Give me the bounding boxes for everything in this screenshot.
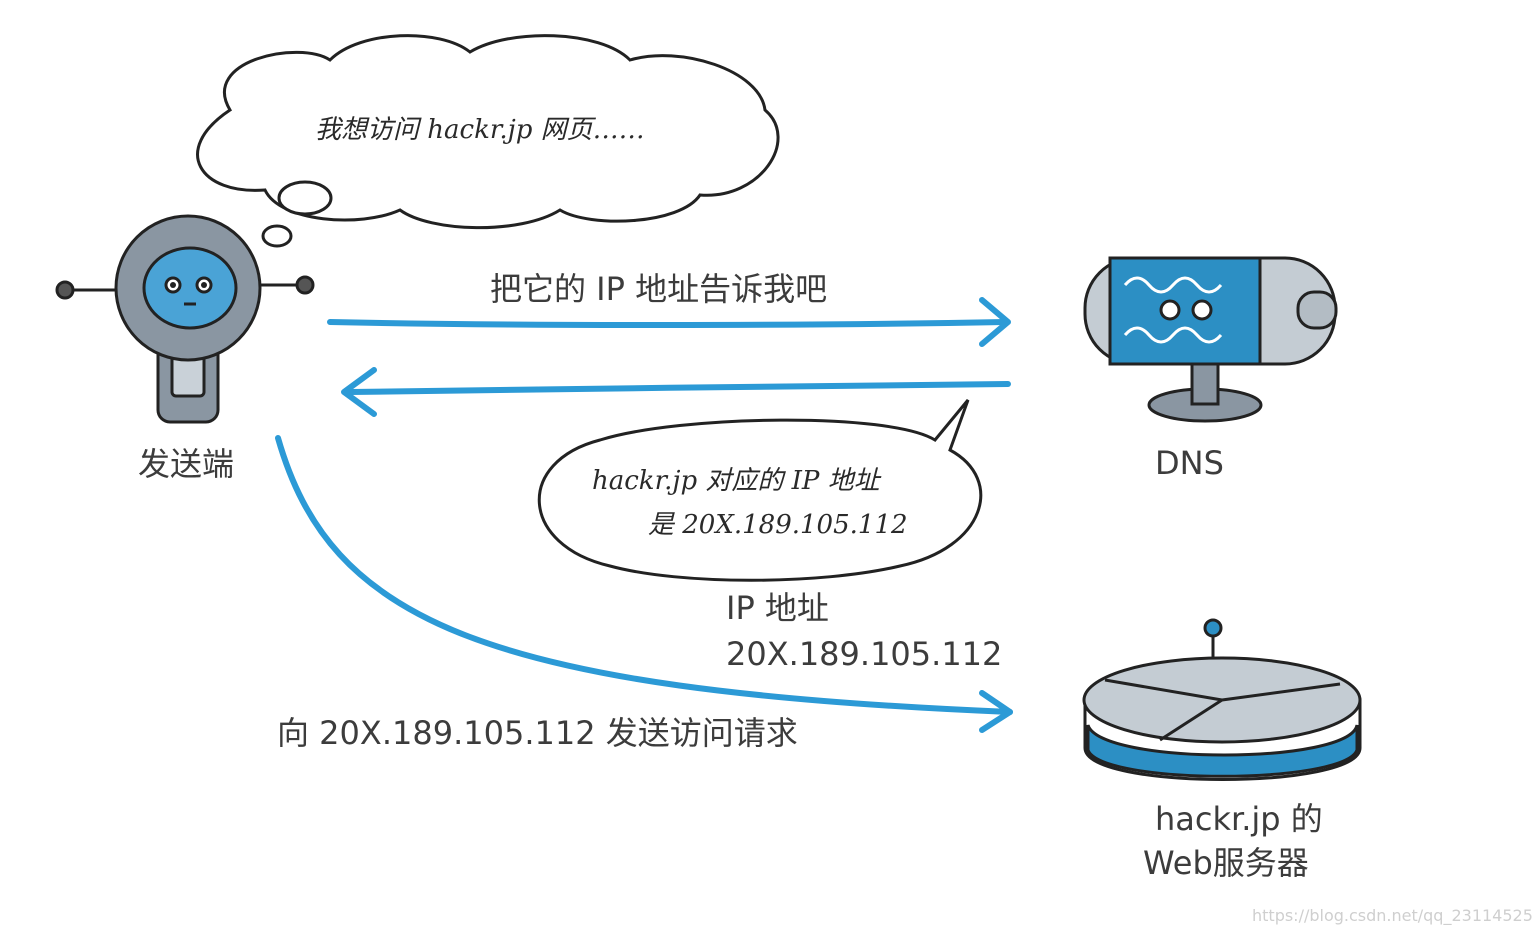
arrows [275,297,1013,733]
thought-cloud [196,34,780,248]
dns-label: DNS [1155,444,1224,482]
reply-arrow [347,381,1011,395]
client-robot-icon [55,214,315,424]
reply-bubble-line1: hackr.jp 对应的 IP 地址 [592,466,880,496]
ip-label-line1: IP 地址 [726,589,829,627]
server-label-line1: hackr.jp 的 [1155,800,1323,838]
request-arrow [327,319,1008,328]
server-label-line2: Web服务器 [1143,844,1309,882]
reply-arrow-head [341,367,377,417]
dns-machine-icon [1083,256,1338,423]
thought-bubble-text: 我想访问 hackr.jp 网页…… [315,115,645,145]
request-label: 把它的 IP 地址告诉我吧 [490,270,828,308]
web-server-icon [1082,618,1362,781]
access-label: 向 20X.189.105.112 发送访问请求 [277,714,798,752]
access-arrow [275,435,1013,715]
request-arrow-head [979,297,1011,347]
reply-speech-bubble [537,399,983,582]
client-label: 发送端 [138,445,235,483]
watermark: https://blog.csdn.net/qq_23114525 [1252,906,1533,925]
reply-bubble-line2: 是 20X.189.105.112 [648,510,908,540]
ip-label-line2: 20X.189.105.112 [726,635,1003,673]
access-arrow-head [979,690,1013,733]
